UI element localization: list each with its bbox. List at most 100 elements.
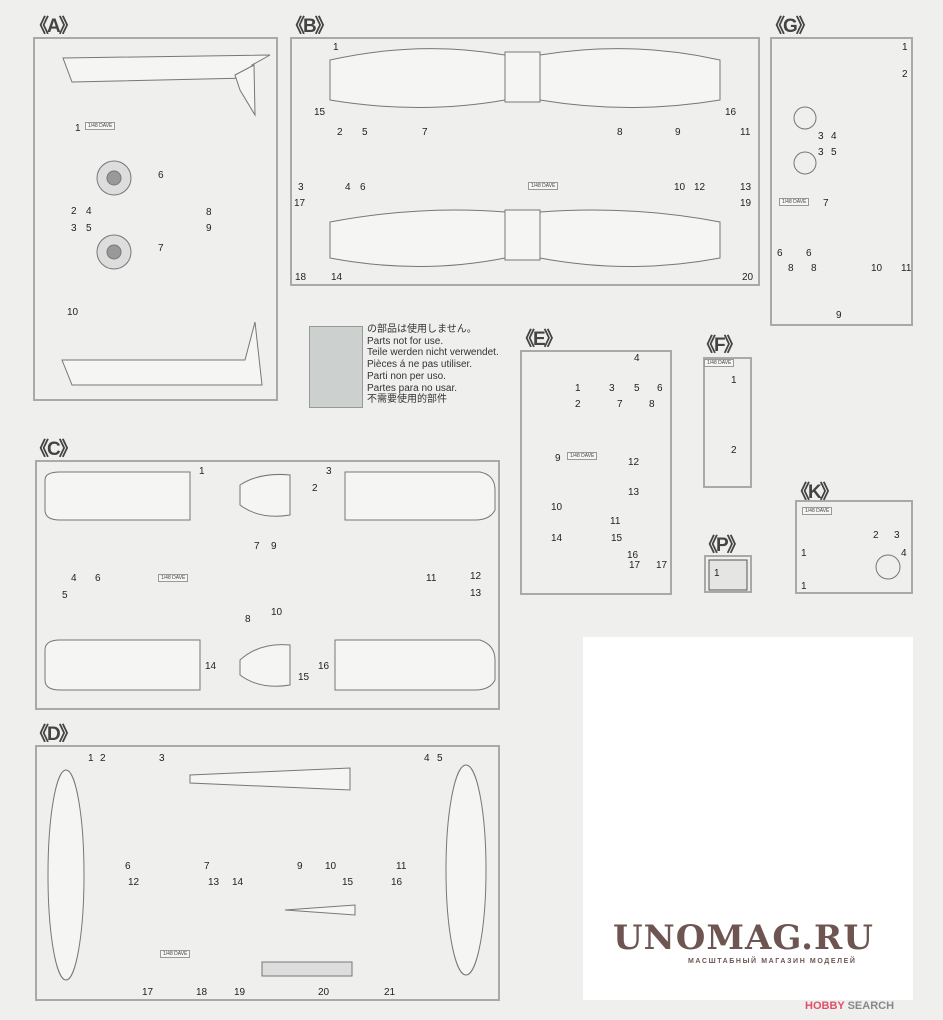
part-number-f: 2 bbox=[731, 445, 737, 456]
part-number-d: 19 bbox=[234, 987, 246, 998]
part-number-d: 21 bbox=[384, 987, 396, 998]
part-number-e: 12 bbox=[628, 457, 640, 468]
sprue-g-frame bbox=[770, 37, 913, 326]
c-wing-panels bbox=[44, 471, 496, 691]
part-number-e: 6 bbox=[657, 383, 663, 394]
sprue-c-header: 《C》 bbox=[30, 439, 78, 460]
p-part bbox=[708, 559, 748, 591]
part-number-g: 4 bbox=[831, 131, 837, 142]
part-number-k: 2 bbox=[873, 530, 879, 541]
part-number-b: 3 bbox=[298, 182, 304, 193]
sprue-b-frame bbox=[290, 37, 760, 286]
engine-cylinders bbox=[96, 160, 132, 270]
watermark-subtitle: МАСШТАБНЫЙ МАГАЗИН МОДЕЛЕЙ bbox=[688, 958, 857, 965]
part-number-e: 4 bbox=[634, 353, 640, 364]
part-number-a: 5 bbox=[86, 223, 92, 234]
sprue-k-tag: 1/48 DAVE bbox=[802, 507, 833, 515]
part-number-c: 14 bbox=[205, 661, 217, 672]
part-number-b: 20 bbox=[742, 272, 754, 283]
part-number-e: 16 bbox=[627, 550, 639, 561]
part-number-a: 6 bbox=[158, 170, 164, 181]
part-number-b: 12 bbox=[694, 182, 706, 193]
sprue-p-header: 《P》 bbox=[699, 535, 746, 556]
unused-parts-swatch bbox=[309, 326, 363, 408]
part-number-d: 4 bbox=[424, 753, 430, 764]
part-number-d: 11 bbox=[396, 861, 407, 872]
part-number-e: 2 bbox=[575, 399, 581, 410]
part-number-d: 12 bbox=[128, 877, 140, 888]
sprue-k-header: 《K》 bbox=[791, 482, 839, 503]
part-number-c: 2 bbox=[312, 483, 318, 494]
part-number-b: 2 bbox=[337, 127, 343, 138]
part-number-e: 15 bbox=[611, 533, 623, 544]
sprue-e-header: 《E》 bbox=[516, 329, 563, 350]
part-number-e: 14 bbox=[551, 533, 563, 544]
part-number-d: 9 bbox=[297, 861, 303, 872]
part-number-a: 8 bbox=[206, 207, 212, 218]
sprue-c-frame bbox=[35, 460, 500, 710]
g-wheels bbox=[793, 106, 901, 580]
part-number-b: 19 bbox=[740, 198, 752, 209]
part-number-b: 14 bbox=[331, 272, 343, 283]
legend-line: Parts not for use. bbox=[367, 335, 444, 347]
sprue-g-header: 《G》 bbox=[766, 16, 815, 37]
part-number-a: 4 bbox=[86, 206, 92, 217]
part-number-a: 10 bbox=[67, 307, 79, 318]
part-number-g: 7 bbox=[823, 198, 829, 209]
sprue-d-header: 《D》 bbox=[30, 724, 78, 745]
part-number-c: 16 bbox=[318, 661, 330, 672]
part-number-c: 6 bbox=[95, 573, 101, 584]
part-number-p: 1 bbox=[714, 568, 720, 579]
unused-parts-legend: の部品は使用しません。 Parts not for use. Teile wer… bbox=[367, 324, 499, 406]
part-number-e: 9 bbox=[555, 453, 561, 464]
part-number-c: 11 bbox=[426, 573, 437, 584]
sprue-b-tag: 1/48 DAVE bbox=[528, 182, 559, 190]
part-number-d: 16 bbox=[391, 877, 403, 888]
part-number-c: 15 bbox=[298, 672, 310, 683]
watermark-title: UNOMAG.RU bbox=[613, 918, 874, 958]
part-number-g: 3 bbox=[818, 147, 824, 158]
part-number-f: 1 bbox=[731, 375, 737, 386]
part-number-d: 15 bbox=[342, 877, 354, 888]
sprue-a-frame bbox=[33, 37, 278, 401]
part-number-k: 1 bbox=[801, 548, 807, 559]
part-number-b: 9 bbox=[675, 127, 681, 138]
part-number-b: 13 bbox=[740, 182, 752, 193]
part-number-a: 3 bbox=[71, 223, 77, 234]
part-number-k: 3 bbox=[894, 530, 900, 541]
sprue-p-frame bbox=[704, 555, 752, 593]
part-number-d: 7 bbox=[204, 861, 210, 872]
legend-line: 不需要使用的部件 bbox=[367, 394, 447, 406]
sprue-d-tag: 1/48 DAVE bbox=[160, 950, 191, 958]
sprue-k-frame bbox=[795, 500, 913, 594]
sprue-e-frame bbox=[520, 350, 672, 595]
part-number-d: 20 bbox=[318, 987, 330, 998]
part-number-d: 1 bbox=[88, 753, 94, 764]
part-number-g: 5 bbox=[831, 147, 837, 158]
part-number-b: 15 bbox=[314, 107, 326, 118]
part-number-g: 8 bbox=[788, 263, 794, 274]
part-number-g: 2 bbox=[902, 69, 908, 80]
part-number-a: 9 bbox=[206, 223, 212, 234]
part-number-b: 6 bbox=[360, 182, 366, 193]
legend-line: Parti non per uso. bbox=[367, 370, 446, 382]
part-number-g: 1 bbox=[902, 42, 908, 53]
part-number-d: 10 bbox=[325, 861, 337, 872]
fuselage-half-a1 bbox=[61, 54, 271, 386]
legend-line: Teile werden nicht verwendet. bbox=[367, 347, 499, 359]
upper-wing bbox=[329, 48, 721, 108]
part-number-g: 8 bbox=[811, 263, 817, 274]
lower-wing bbox=[329, 209, 721, 267]
part-number-e: 5 bbox=[634, 383, 640, 394]
part-number-d: 14 bbox=[232, 877, 244, 888]
part-number-b: 18 bbox=[295, 272, 307, 283]
sprue-e-tag: 1/48 DAVE bbox=[567, 452, 598, 460]
part-number-c: 8 bbox=[245, 614, 251, 625]
part-number-c: 10 bbox=[271, 607, 283, 618]
sprue-f-header: 《F》 bbox=[697, 335, 743, 356]
part-number-e: 11 bbox=[610, 516, 621, 527]
part-number-d: 13 bbox=[208, 877, 220, 888]
hobby-search-rest: SEARCH bbox=[844, 1000, 895, 1012]
part-number-g: 6 bbox=[806, 248, 812, 259]
part-number-e: 17 bbox=[629, 560, 641, 571]
